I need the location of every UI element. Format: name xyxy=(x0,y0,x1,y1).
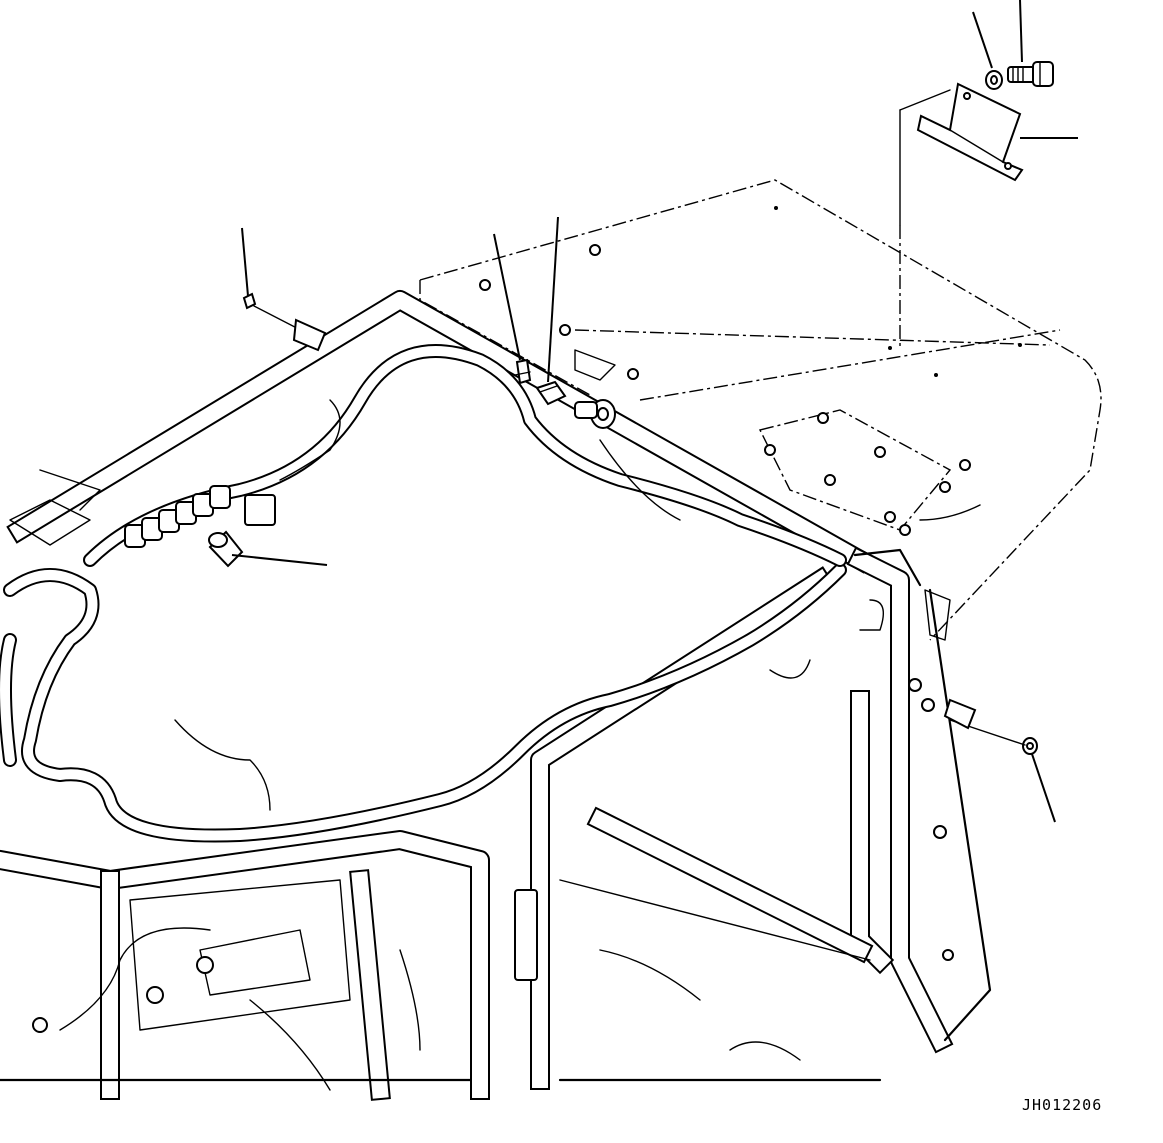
connector-cluster xyxy=(10,470,275,547)
washer-icon xyxy=(986,71,1002,89)
grommet-icon xyxy=(575,400,615,428)
drawing-code-label: JH012206 xyxy=(1022,1096,1103,1114)
clip-icon xyxy=(515,360,530,383)
cab-frame xyxy=(0,300,990,1090)
bolt-icon xyxy=(1008,62,1053,86)
roof-fastener-dots xyxy=(480,206,1022,535)
wiring-harness xyxy=(5,351,980,1090)
nut-icon xyxy=(1023,738,1037,754)
relay-part xyxy=(209,532,242,566)
bracket-icon xyxy=(918,84,1022,180)
tag-patches xyxy=(294,320,975,728)
connector-icon xyxy=(537,382,565,404)
lower-machinery xyxy=(33,590,953,1060)
roof-panel xyxy=(420,180,1101,640)
clip-icon-left xyxy=(244,294,255,308)
